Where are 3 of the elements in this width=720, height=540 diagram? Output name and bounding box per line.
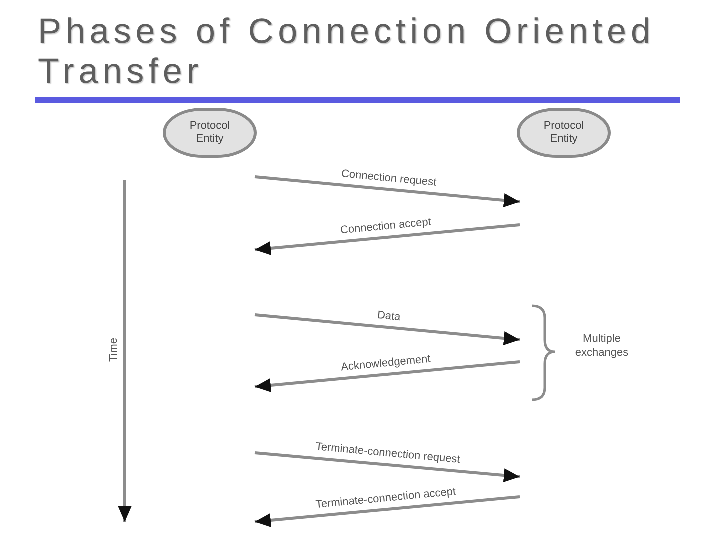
axis-label: Time bbox=[107, 338, 121, 362]
brace-note: Multiple exchanges bbox=[574, 332, 630, 360]
slide-title: Phases of Connection Oriented Transfer bbox=[38, 12, 656, 92]
